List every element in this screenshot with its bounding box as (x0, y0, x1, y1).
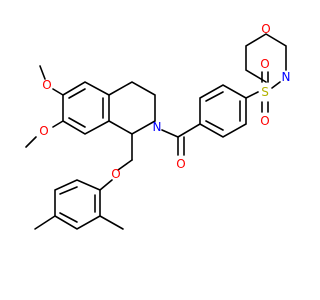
atom-s-sulfonyl: S (261, 85, 269, 99)
atom-o-methoxy-top: O (42, 78, 51, 92)
atom-o-morpholine: O (261, 22, 270, 36)
bond-lines (25, 33, 287, 230)
atom-o-methoxy-bottom: O (39, 124, 48, 138)
molecule-diagram: O O N O O S O O N O (25, 22, 290, 230)
atom-o-sulfonyl-bottom: O (260, 114, 269, 128)
structure-svg: O O N O O S O O N O (25, 22, 290, 230)
atom-o-sulfonyl-top: O (260, 57, 269, 71)
atom-n-ring: N (153, 120, 162, 134)
atom-o-ether: O (111, 167, 120, 181)
atom-labels: O O N O O S O O N O (39, 22, 290, 181)
atom-o-carbonyl: O (176, 157, 185, 171)
atom-n-morpholine: N (282, 70, 291, 84)
